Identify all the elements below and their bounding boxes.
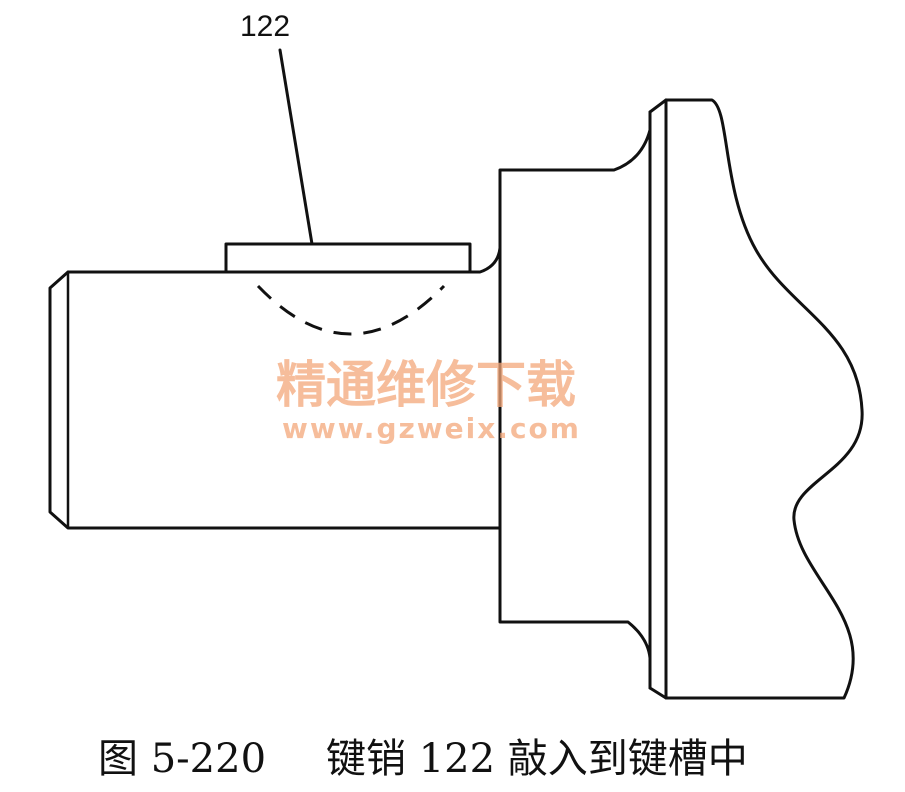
callout-label-122: 122 bbox=[240, 10, 290, 43]
watermark-name: 精通维修下载 bbox=[276, 356, 576, 414]
figure-caption: 键销 122 敲入到键槽中 bbox=[326, 736, 748, 782]
figure-number: 图 5-220 bbox=[98, 736, 266, 782]
watermark-url: www.gzweix.com bbox=[282, 412, 581, 445]
key-pin-122 bbox=[224, 242, 472, 274]
break-line bbox=[664, 98, 864, 700]
callout-leader-line bbox=[278, 48, 314, 246]
keyseat-hidden-arc bbox=[256, 284, 446, 336]
flange-plate bbox=[648, 98, 668, 700]
